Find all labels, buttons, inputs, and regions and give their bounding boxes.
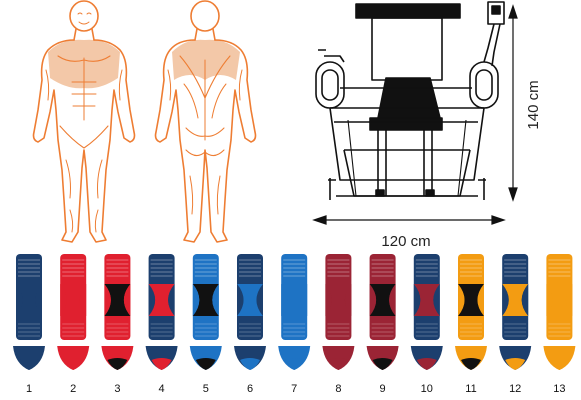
handle-option-10: 10 (410, 254, 443, 395)
handle-tip (107, 358, 128, 370)
handle-tip (151, 358, 172, 370)
handle-option-13: 13 (543, 254, 576, 395)
handle-band (369, 284, 396, 316)
handle-option-9: 9 (366, 254, 399, 395)
handle-tip (505, 358, 526, 370)
width-dimension-label: 120 cm (381, 233, 430, 250)
handle-option-11: 11 (455, 254, 487, 395)
handle-number-label: 7 (291, 383, 297, 395)
handle-tip (195, 358, 216, 370)
handle-tip (328, 358, 349, 370)
handle-option-5: 5 (189, 254, 222, 395)
height-dimension-label: 140 cm (525, 80, 542, 129)
handle-band (148, 284, 175, 316)
machine-diagram (315, 1, 505, 200)
back-head (190, 0, 220, 32)
handle-tip (372, 358, 393, 370)
handle-band (104, 284, 131, 316)
machine-top-bar (355, 3, 461, 19)
handle-number-label: 1 (26, 383, 32, 395)
handle-tip (284, 358, 305, 370)
handle-number-label: 11 (465, 383, 476, 395)
handle-band (502, 284, 529, 316)
handle-band (413, 284, 440, 316)
handle-option-2: 2 (57, 254, 90, 395)
handle-option-4: 4 (145, 254, 178, 395)
machine-seat (377, 77, 441, 119)
handle-number-label: 9 (380, 383, 386, 395)
handle-number-label: 2 (70, 383, 76, 395)
handle-option-8: 8 (322, 254, 355, 395)
dimension-markers (312, 4, 518, 225)
handle-number-label: 5 (203, 383, 209, 395)
front-head (69, 0, 99, 32)
handle-band (16, 284, 42, 316)
handle-tip (240, 358, 260, 370)
handle-number-label: 3 (114, 383, 120, 395)
handle-band (325, 284, 352, 316)
handle-option-6: 6 (234, 254, 266, 395)
handle-tip (416, 358, 437, 370)
back-highlight-area (172, 39, 240, 80)
handle-band (458, 284, 484, 316)
handle-number-label: 4 (159, 383, 165, 395)
handle-band (546, 284, 573, 316)
handle-band (281, 284, 308, 316)
handle-number-label: 8 (335, 383, 341, 395)
muscle-figure-back (154, 0, 257, 243)
machine-right-handle (469, 61, 499, 109)
handle-band (237, 284, 263, 316)
handle-option-3: 3 (101, 254, 134, 395)
handle-tip (549, 358, 570, 370)
handle-band (60, 284, 87, 316)
handle-number-label: 6 (247, 383, 253, 395)
handle-tip (63, 358, 84, 370)
handle-tip (19, 358, 39, 370)
handle-number-label: 13 (553, 383, 565, 395)
handle-number-label: 10 (421, 383, 433, 395)
machine-left-handle (315, 61, 345, 109)
handle-tip (461, 358, 481, 370)
handle-option-7: 7 (278, 254, 311, 395)
handle-option-12: 12 (499, 254, 532, 395)
muscle-figure-front (32, 0, 136, 243)
machine-frame (371, 17, 443, 81)
handle-band (192, 284, 219, 316)
handle-option-1: 1 (13, 254, 45, 395)
handle-number-label: 12 (509, 383, 521, 395)
